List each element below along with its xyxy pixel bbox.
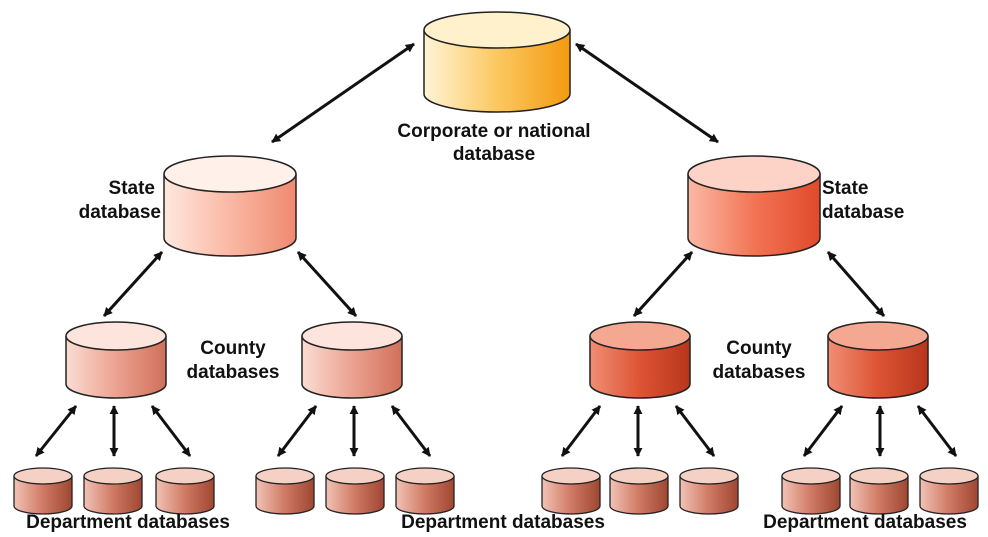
- department-database-icon: [13, 467, 73, 515]
- arrow-state-right-county-3: [632, 250, 694, 318]
- arrow-county-4-dept-12: [916, 405, 958, 457]
- arrow-county-3-dept-7: [560, 405, 602, 457]
- county-right-label-line1: County: [726, 338, 792, 359]
- arrow-state-left-county-2: [296, 250, 358, 318]
- department-database-icon: [325, 467, 385, 515]
- county-right-label-line2: databases: [713, 362, 806, 383]
- department-database-icon: [849, 467, 909, 515]
- arrow-state-left-county-1: [102, 250, 164, 318]
- state-database-left-icon: [163, 155, 297, 257]
- department-database-icon: [609, 467, 669, 515]
- state-right-label-line2: database: [822, 202, 904, 223]
- department-database-icon: [541, 467, 601, 515]
- state-database-right-icon: [687, 155, 821, 257]
- department-label-2: Department databases: [401, 512, 605, 533]
- department-database-icon: [83, 467, 143, 515]
- corporate-database-icon: [423, 11, 571, 113]
- corporate-label-line2: database: [453, 144, 535, 165]
- arrow-county-4-dept-10: [802, 405, 844, 457]
- department-database-icon: [679, 467, 739, 515]
- department-databases: [13, 467, 979, 515]
- county-database-2-icon: [301, 321, 403, 399]
- arrow-state-right-county-4: [826, 251, 886, 317]
- arrow-county-1-dept-1: [34, 405, 78, 457]
- arrow-county-2-dept-6: [390, 405, 432, 457]
- department-database-icon: [781, 467, 841, 515]
- state-left-label-line1: State: [109, 178, 155, 199]
- arrow-county-1-dept-3: [150, 405, 192, 457]
- department-database-icon: [155, 467, 215, 515]
- county-left-label-line1: County: [200, 338, 266, 359]
- department-database-icon: [395, 467, 455, 515]
- arrow-corporate-state-right: [575, 42, 719, 144]
- county-database-3-icon: [589, 321, 691, 399]
- arrow-county-3-dept-9: [674, 405, 716, 457]
- department-label-3: Department databases: [763, 512, 967, 533]
- connector-arrows: [34, 42, 958, 457]
- department-label-1: Department databases: [26, 512, 230, 533]
- county-database-4-icon: [827, 321, 929, 399]
- department-database-icon: [919, 467, 979, 515]
- county-left-label-line2: databases: [187, 362, 280, 383]
- arrow-corporate-state-left: [271, 42, 415, 144]
- state-right-label-line1: State: [822, 178, 868, 199]
- corporate-label-line1: Corporate or national: [397, 121, 590, 142]
- county-database-1-icon: [65, 321, 167, 399]
- department-database-icon: [255, 467, 315, 515]
- state-left-label-line2: database: [79, 202, 161, 223]
- arrow-county-2-dept-4: [276, 405, 318, 457]
